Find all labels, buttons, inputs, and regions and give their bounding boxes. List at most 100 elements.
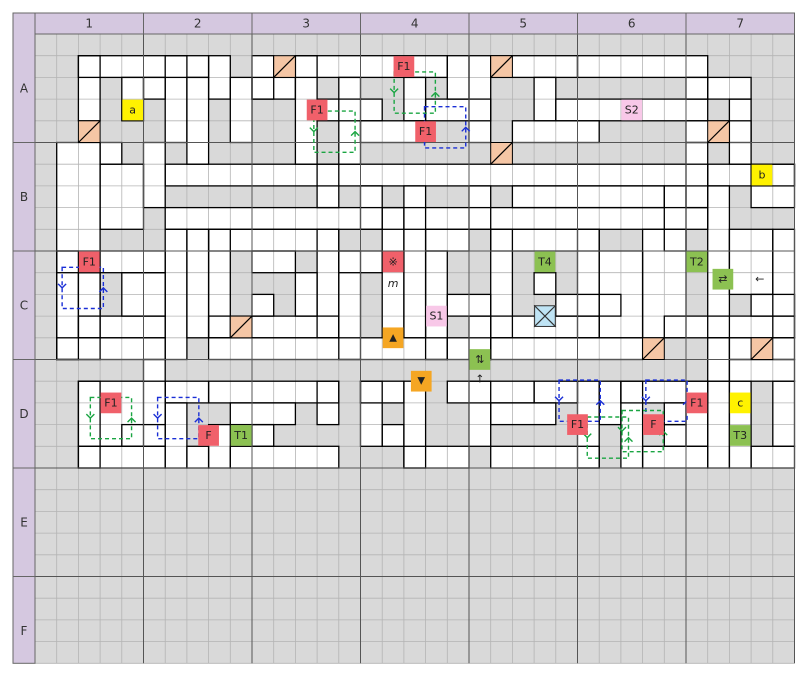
marker-a: a <box>129 103 136 116</box>
ramp-diagonal <box>490 142 513 165</box>
floor-cell-65 <box>490 316 600 338</box>
marker-b: b <box>758 169 765 182</box>
ramp-diagonal <box>750 337 774 360</box>
f1-marker-tile <box>567 414 588 435</box>
wall-outline <box>316 380 340 426</box>
f1-marker-tile <box>78 251 100 273</box>
marker-s2: S2 <box>625 103 639 116</box>
teleporter-t3: T3 <box>732 429 747 442</box>
row-header-F: F <box>21 624 28 638</box>
marker-b-tile <box>751 164 773 186</box>
floor-cell-11 <box>295 55 318 165</box>
floor-cell-95 <box>360 381 383 447</box>
floor-cell-98 <box>403 446 469 468</box>
arrow-up-marker: ↑ <box>475 373 484 386</box>
floor-cell-111 <box>664 424 686 447</box>
column-header-7: 7 <box>736 17 744 31</box>
floor-cell-45 <box>56 337 166 360</box>
floor-cell-24 <box>686 77 708 100</box>
teleporter-t2: T2 <box>689 255 704 268</box>
floor-cell-59 <box>338 251 361 360</box>
f1-marker-tile <box>415 121 436 142</box>
floor-cell-54 <box>317 229 339 338</box>
floor-cell-113 <box>729 359 795 382</box>
floor-cell-53 <box>208 229 231 338</box>
teleporter-t4-tile <box>534 251 556 273</box>
f1-marker: F1 <box>419 125 432 138</box>
floor-cell-50 <box>186 229 209 338</box>
spinner-loop-green-arrowhead <box>309 127 319 133</box>
f1-marker: F1 <box>310 103 323 116</box>
stairs-up: ▲ <box>389 332 397 343</box>
row-header-B: B <box>20 190 28 204</box>
row-header-bar <box>12 12 36 664</box>
ramp-diagonal <box>642 337 665 360</box>
f-marker: F <box>650 418 656 431</box>
floor-cell-96 <box>382 424 404 447</box>
floor-cell-84 <box>121 424 144 447</box>
column-header-1: 1 <box>85 17 93 31</box>
marker-c-tile <box>729 392 751 414</box>
floor-cell-87 <box>165 402 187 468</box>
floor-cell-41 <box>707 185 730 338</box>
spinner-loop-blue-arrowhead <box>554 396 564 402</box>
spinner-loop-green-arrowhead <box>350 130 360 137</box>
floor-cell-62 <box>425 251 448 360</box>
row-header-E: E <box>20 515 28 529</box>
teleporter-t1: T1 <box>233 429 248 442</box>
floor-cell-69 <box>534 272 556 295</box>
f1-marker: F1 <box>104 396 117 409</box>
f1-marker: F1 <box>571 418 584 431</box>
swap-lr-tile: ⇄ <box>718 273 727 286</box>
floor-cell-30 <box>143 142 166 208</box>
floor-cell-100 <box>469 381 491 447</box>
f1-marker: F1 <box>397 60 410 73</box>
f1-marker-tile <box>306 99 328 121</box>
spinner-loop-blue-arrowhead <box>595 399 605 406</box>
floor-cell-91 <box>230 446 339 468</box>
floor-cell-102 <box>490 446 600 468</box>
f1-marker-tile <box>393 56 415 77</box>
row-header-D: D <box>19 407 28 421</box>
swap-ud-tile: ⇅ <box>475 353 484 366</box>
marker-s2-tile <box>621 99 643 121</box>
wall-outline <box>490 402 557 426</box>
teleporter-t1-tile <box>230 425 252 446</box>
row-header-A: A <box>20 81 29 95</box>
floor-cell-101 <box>490 402 556 425</box>
f1-marker-tile <box>686 392 708 414</box>
marker-m: m <box>388 277 399 290</box>
marker-c: c <box>737 396 743 409</box>
floor-cell-1 <box>78 55 101 121</box>
ramps <box>77 55 774 360</box>
marker-s1: S1 <box>429 310 443 323</box>
wall-outline <box>555 98 709 122</box>
spinner-loop-blue-arrowhead <box>153 413 163 420</box>
floor-cell-88 <box>186 446 209 468</box>
f1-marker: F1 <box>83 255 96 268</box>
special-event-tile: ※ <box>388 255 397 268</box>
swap-lr-tile-tile <box>712 268 734 290</box>
marker-s1-tile <box>426 305 447 327</box>
f-marker: F <box>205 429 211 442</box>
arrow-left-marker: ← <box>755 273 764 286</box>
column-header-6: 6 <box>628 17 636 31</box>
floor-cell-75 <box>772 229 795 338</box>
floor-cell-56 <box>252 294 274 317</box>
floor-cell-90 <box>230 402 296 425</box>
floor-cell-14 <box>360 120 426 143</box>
floor-cell-70 <box>555 294 621 317</box>
special-event-tile-tile <box>382 251 404 273</box>
floor-cell-3 <box>143 77 166 100</box>
spinner-loop-green-arrowhead <box>127 417 137 423</box>
f1-marker: F1 <box>690 396 703 409</box>
ramp-diagonal <box>273 55 296 78</box>
spinner-loop-green-arrowhead <box>617 426 627 433</box>
spinner-loop-green-arrowhead <box>430 91 440 98</box>
floor-cell-64 <box>490 229 600 251</box>
floor-cell-46 <box>56 251 79 360</box>
spinner-loop-green-arrowhead <box>624 436 633 443</box>
swap-ud-tile-tile <box>469 349 491 370</box>
